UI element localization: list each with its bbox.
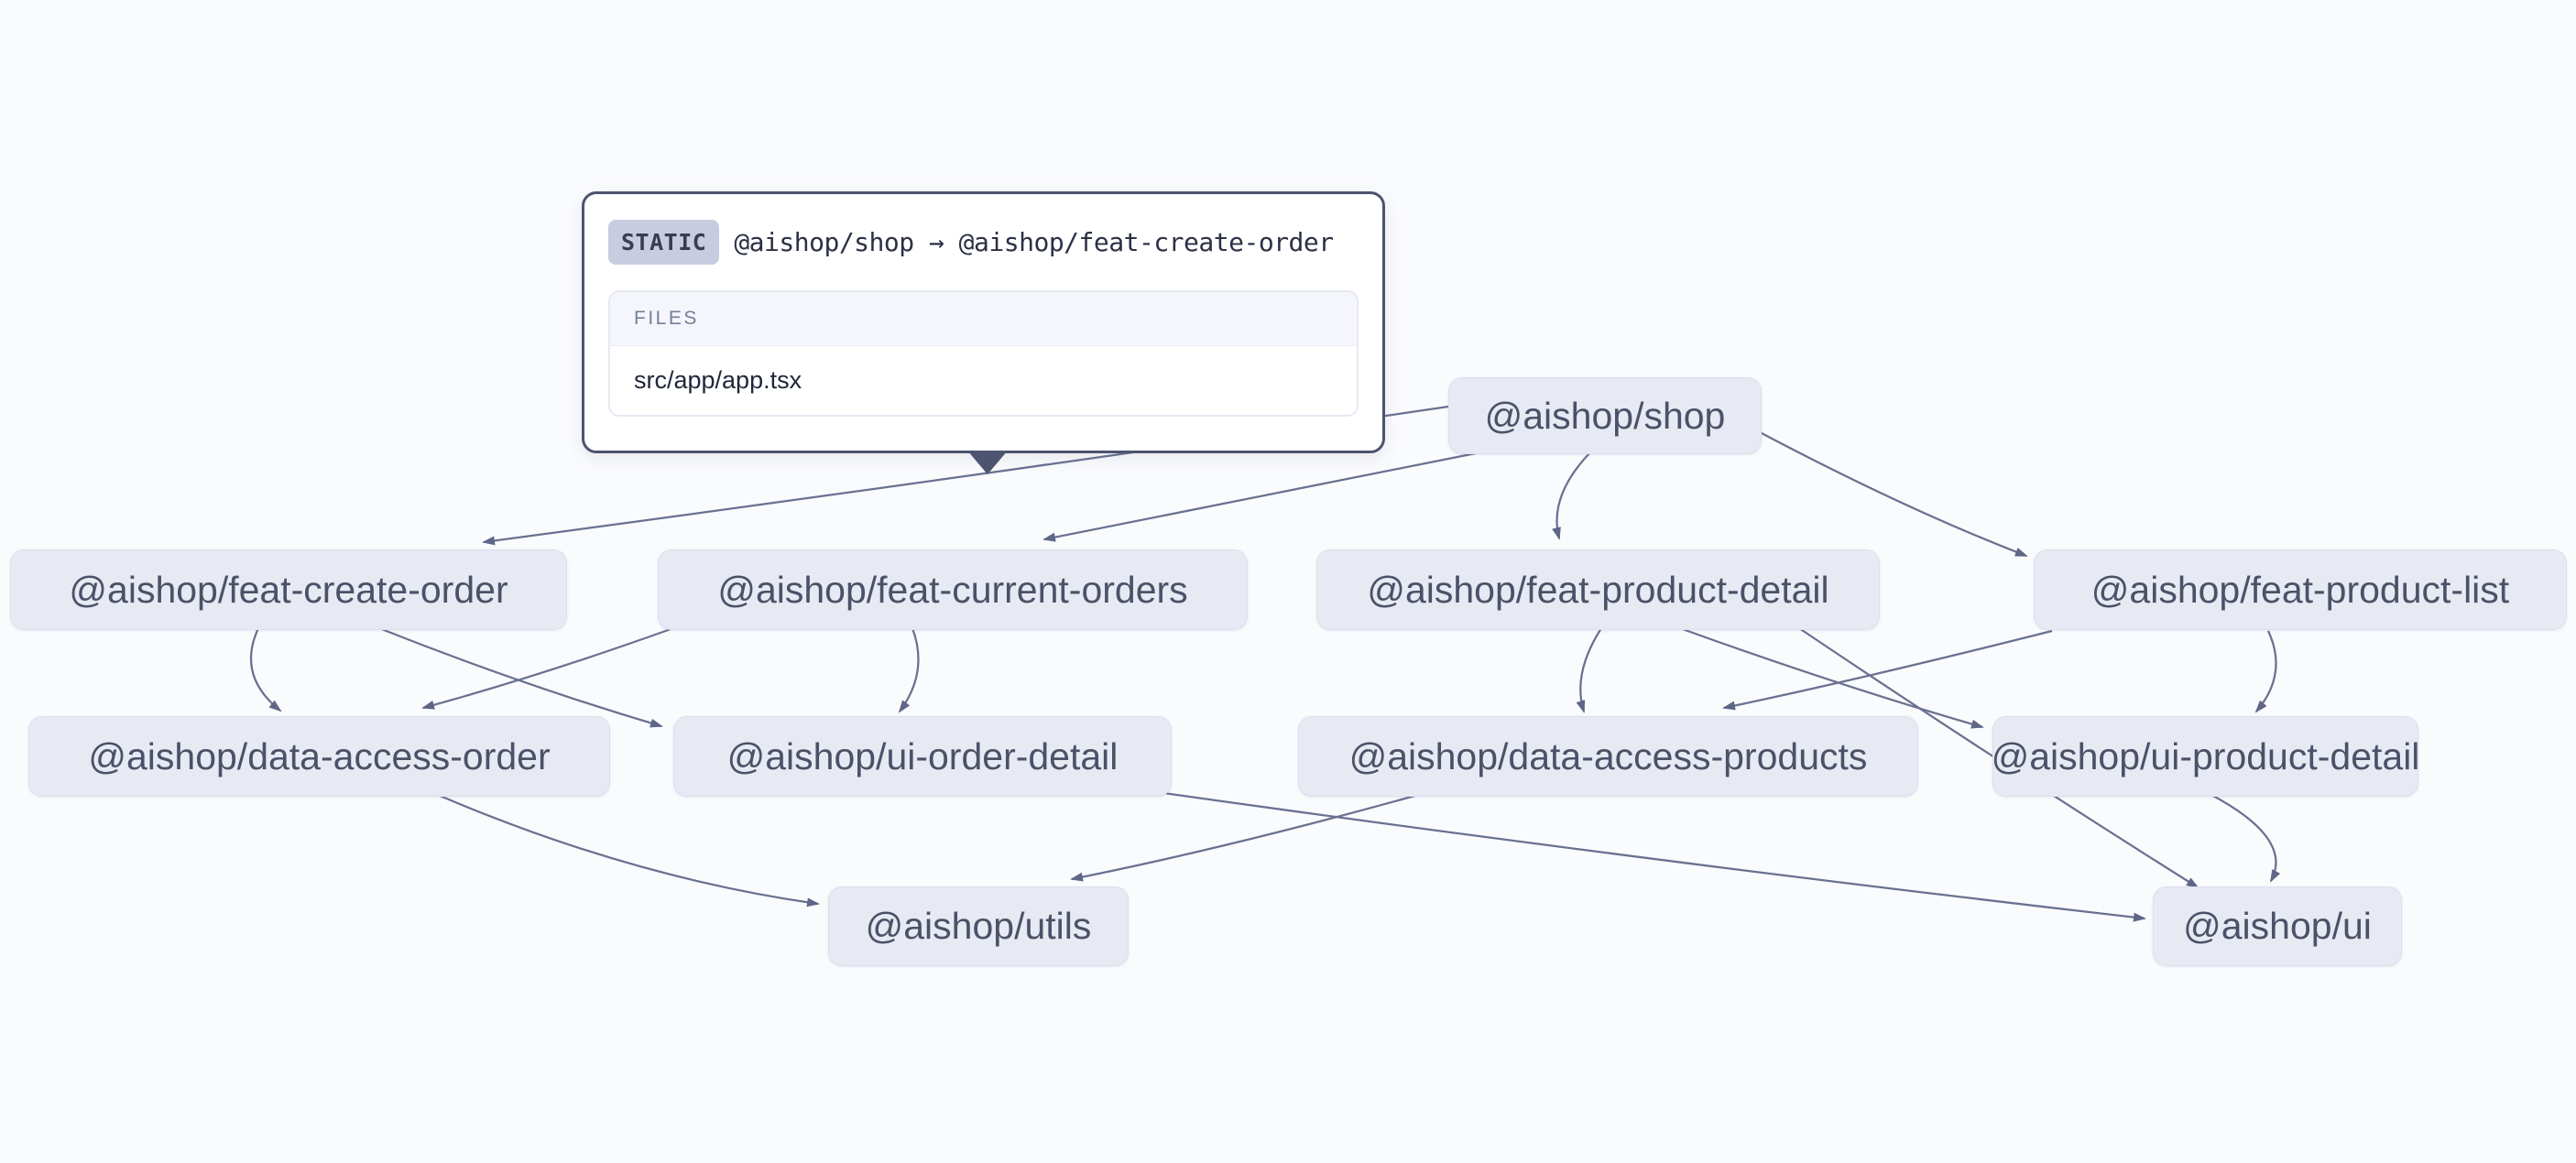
node-feat-create-order[interactable]: @aishop/feat-create-order — [10, 549, 567, 630]
edge-feat-product-list-ui-product-detail[interactable] — [2254, 630, 2277, 713]
edge-data-access-order-utils[interactable] — [437, 793, 820, 908]
edge-tooltip: STATIC @aishop/shop → @aishop/feat-creat… — [582, 191, 1385, 474]
edge-tooltip-title: @aishop/shop → @aishop/feat-create-order — [734, 227, 1334, 257]
tooltip-caret — [967, 451, 1008, 474]
node-shop[interactable]: @aishop/shop — [1448, 377, 1762, 454]
edge-feat-product-list-data-access-products[interactable] — [1722, 629, 2053, 711]
edge-shop-feat-product-detail[interactable] — [1552, 451, 1591, 540]
node-ui-product-detail[interactable]: @aishop/ui-product-detail — [1992, 716, 2419, 797]
node-utils[interactable]: @aishop/utils — [828, 886, 1129, 966]
node-feat-current-orders[interactable]: @aishop/feat-current-orders — [658, 549, 1248, 630]
edge-feat-current-orders-ui-order-detail[interactable] — [898, 627, 920, 713]
edge-feat-product-detail-data-access-products[interactable] — [1576, 627, 1602, 713]
edge-feat-create-order-data-access-order[interactable] — [249, 627, 282, 712]
edge-ui-product-detail-ui[interactable] — [2210, 794, 2281, 883]
edge-shop-feat-current-orders[interactable] — [1042, 451, 1481, 542]
file-row: src/app/app.tsx — [610, 345, 1357, 415]
node-data-access-order[interactable]: @aishop/data-access-order — [28, 716, 610, 797]
node-data-access-products[interactable]: @aishop/data-access-products — [1298, 716, 1918, 797]
node-feat-product-list[interactable]: @aishop/feat-product-list — [2034, 549, 2567, 630]
edge-type-badge: STATIC — [608, 220, 720, 265]
node-feat-product-detail[interactable]: @aishop/feat-product-detail — [1316, 549, 1880, 630]
node-ui-order-detail[interactable]: @aishop/ui-order-detail — [673, 716, 1172, 797]
edge-data-access-products-utils[interactable] — [1070, 793, 1419, 882]
edge-feat-product-detail-ui-product-detail[interactable] — [1679, 626, 1984, 729]
edge-tooltip-header: STATIC @aishop/shop → @aishop/feat-creat… — [608, 220, 1359, 265]
edge-feat-create-order-ui-order-detail[interactable] — [378, 626, 663, 728]
edge-shop-feat-product-list[interactable] — [1759, 431, 2028, 558]
files-card: FILES src/app/app.tsx — [608, 290, 1359, 417]
edge-feat-current-orders-data-access-order[interactable] — [421, 626, 674, 710]
node-ui[interactable]: @aishop/ui — [2153, 886, 2402, 966]
edge-ui-order-detail-ui[interactable] — [1162, 791, 2146, 922]
files-section-header: FILES — [610, 292, 1357, 345]
